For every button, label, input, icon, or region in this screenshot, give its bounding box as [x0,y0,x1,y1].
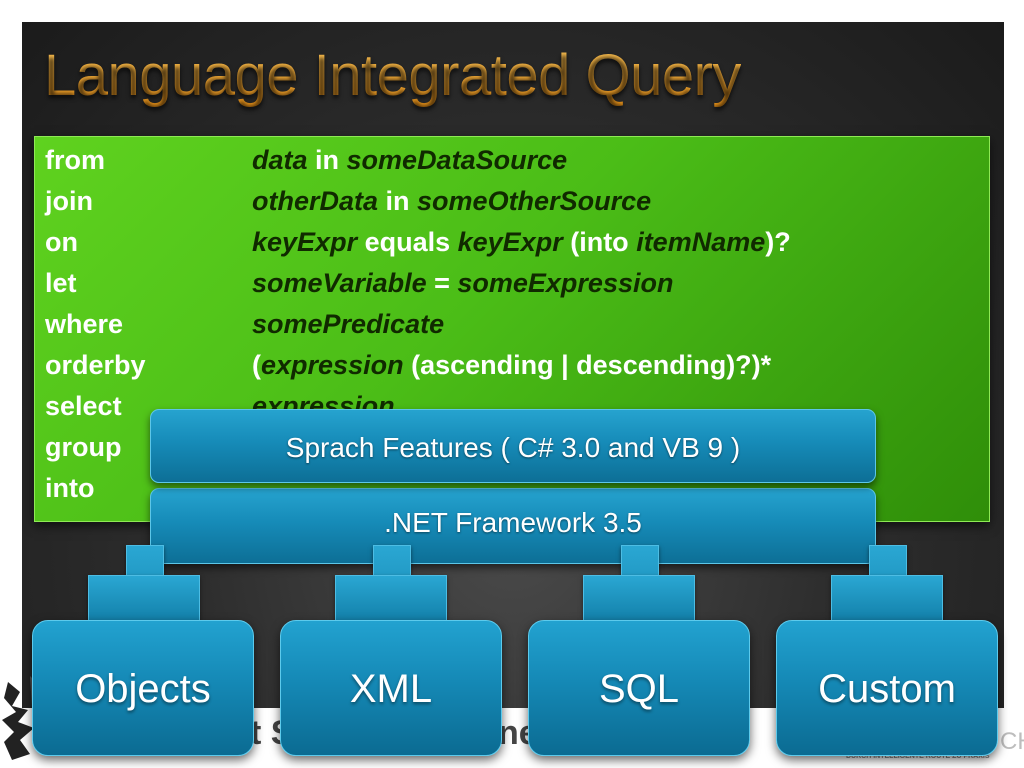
tile-sql: SQL [528,620,750,756]
footer-logo: CH [1000,728,1024,755]
framework-layer: .NET Framework 3.5 [150,488,876,564]
query-keyword: group [45,432,122,462]
query-keyword: select [45,391,122,421]
tile-label: XML [349,667,433,711]
tile-objects: Objects [32,620,254,756]
tile-custom: Custom [776,620,998,756]
query-keyword: on [45,227,78,257]
query-keyword: into [45,473,95,503]
query-keyword: orderby [45,350,146,380]
tile-xml: XML [280,620,502,756]
query-keyword: from [45,145,105,175]
slide-title: Language Integrated Query [44,43,741,108]
language-features-layer: Sprach Features ( C# 3.0 and VB 9 ) [150,409,876,483]
language-features-label: Sprach Features ( C# 3.0 and VB 9 ) [285,432,741,463]
query-expression: (expression (ascending | descending)?)* [252,350,772,380]
query-expression: data in someDataSource [252,145,568,175]
query-expression: somePredicate [252,309,445,339]
tile-label: SQL [598,667,680,711]
query-keyword: join [45,186,93,216]
query-keyword: where [45,309,124,339]
query-keyword: let [45,268,77,298]
tile-label: Objects [75,667,211,711]
tile-label: Custom [818,667,956,711]
framework-label: .NET Framework 3.5 [384,507,642,538]
query-expression: someVariable = someExpression [252,268,674,298]
query-expression: otherData in someOtherSource [252,186,652,216]
query-expression: keyExpr equals keyExpr (into itemName)? [252,227,791,257]
footer-tagline: DURCH INTELLIGENTE ROUTE ZU PRAXIS [846,753,990,760]
